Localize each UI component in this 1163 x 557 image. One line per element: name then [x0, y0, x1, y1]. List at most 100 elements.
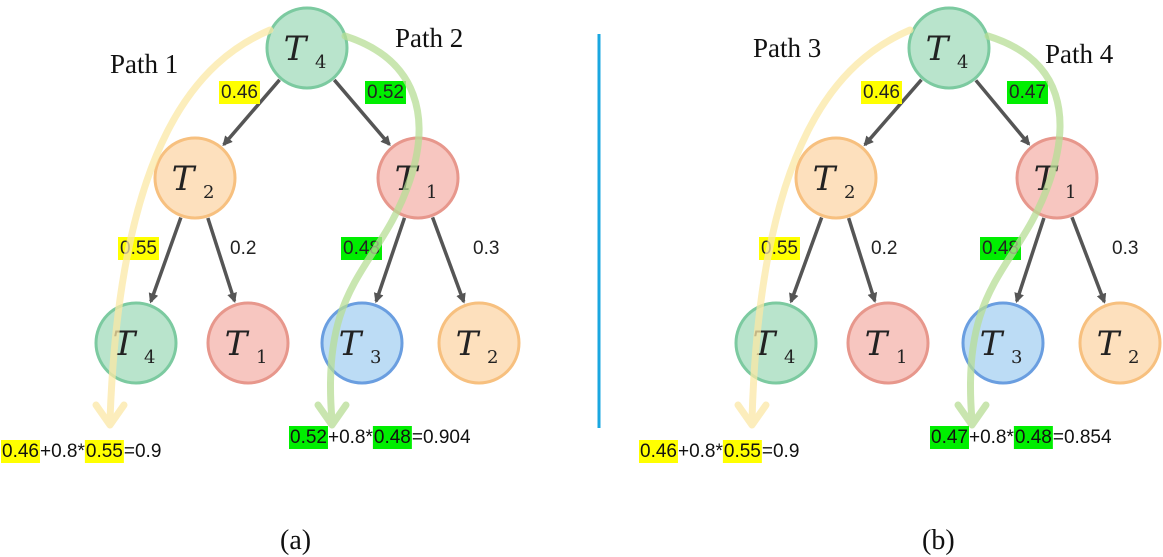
- formula-highlight: [1, 440, 40, 463]
- formula-highlight: [289, 426, 328, 449]
- formula-highlight: [722, 440, 762, 463]
- node-circle: [206, 301, 290, 385]
- path-arrowhead: [314, 401, 350, 429]
- formula-result: =0.854: [1053, 427, 1112, 448]
- node-letter: T: [926, 29, 951, 69]
- node-letter: T: [339, 324, 364, 364]
- search-path-1: [92, 26, 274, 429]
- edge-right-to-rl: [373, 217, 407, 304]
- node-subscript: 2: [487, 347, 498, 368]
- node-letter: T: [456, 324, 481, 364]
- node-letter: T: [980, 324, 1005, 364]
- node-subscript: 1: [426, 182, 437, 203]
- prob-label: 0.46: [221, 82, 258, 103]
- formula-b: 0.48: [1015, 427, 1052, 448]
- formula-highlight: [84, 440, 124, 463]
- node-subscript: 1: [256, 347, 267, 368]
- score-formula-2: 0.52+0.8*0.48=0.904: [289, 426, 471, 449]
- search-path-2: [314, 32, 423, 429]
- formula-a: 0.46: [2, 441, 39, 462]
- prob-highlight: [219, 81, 260, 104]
- node-circle: [320, 301, 404, 385]
- subfigure-caption: (b): [922, 525, 955, 556]
- path-label-2: Path 4: [1045, 39, 1114, 69]
- node-subscript: 1: [1065, 182, 1076, 203]
- prob-label: 0.2: [230, 238, 256, 259]
- prob-label: 0.52: [367, 82, 404, 103]
- node-letter: T: [865, 324, 890, 364]
- node-letter: T: [172, 159, 197, 199]
- prob-label: 0.47: [1009, 82, 1046, 103]
- edge-left-to-ll: [789, 216, 824, 304]
- edge-left-to-ll: [148, 216, 183, 304]
- prob-root-left: 0.46: [219, 81, 260, 104]
- edge-right-to-rr: [1070, 216, 1107, 304]
- node-letter: T: [813, 159, 838, 199]
- edge-root-to-right: [974, 79, 1031, 146]
- formula-a: 0.52: [290, 427, 327, 448]
- node-subscript: 2: [1128, 347, 1139, 368]
- score-formula-1: 0.46+0.8*0.55=0.9: [1, 440, 161, 463]
- formula-highlight: [372, 426, 412, 449]
- node-circle: [94, 301, 178, 385]
- edge-root-to-left: [222, 78, 281, 147]
- prob-highlight: [861, 81, 902, 104]
- formula-a: 0.46: [640, 441, 677, 462]
- path-curve: [327, 32, 423, 424]
- formula-result: =0.9: [124, 441, 162, 462]
- score-formula-2: 0.47+0.8*0.48=0.854: [930, 426, 1112, 449]
- formula-b: 0.48: [374, 427, 411, 448]
- node-circle: [734, 301, 818, 385]
- formula-mid: +0.8*: [328, 427, 374, 448]
- path-curve: [967, 32, 1064, 424]
- edge-root-to-left: [863, 78, 923, 147]
- formula-result: =0.904: [412, 427, 471, 448]
- path-curve: [106, 26, 274, 424]
- formula-result: =0.9: [762, 441, 800, 462]
- node-circle: [1078, 301, 1162, 385]
- formula-mid: +0.8*: [969, 427, 1015, 448]
- path-label-2: Path 2: [395, 23, 463, 53]
- node-subscript: 4: [784, 347, 795, 368]
- edge-left-to-lr: [846, 217, 878, 303]
- prob-left-lr: 0.2: [871, 238, 897, 259]
- prob-label: 0.2: [871, 238, 897, 259]
- node-subscript: 2: [203, 182, 214, 203]
- prob-root-right: 0.47: [1007, 81, 1048, 104]
- edge-right-to-rr: [430, 216, 466, 304]
- edge-right-to-rl: [1014, 217, 1046, 304]
- formula-mid: +0.8*: [678, 441, 724, 462]
- formula-highlight: [1013, 426, 1053, 449]
- edge-left-to-lr: [206, 217, 237, 304]
- prob-right-rr: 0.3: [1112, 238, 1138, 259]
- prob-label: 0.3: [1112, 238, 1138, 259]
- node-subscript: 1: [896, 347, 907, 368]
- node-circle: [794, 136, 878, 220]
- formula-mid: +0.8*: [40, 441, 86, 462]
- formula-highlight: [639, 440, 678, 463]
- path-arrowhead: [734, 401, 770, 429]
- node-subscript: 3: [1011, 347, 1022, 368]
- node-subscript: 4: [144, 347, 155, 368]
- node-circle: [437, 301, 521, 385]
- node-circle: [961, 301, 1045, 385]
- node-subscript: 2: [844, 182, 855, 203]
- formula-b: 0.55: [724, 441, 761, 462]
- prob-root-left: 0.46: [861, 81, 902, 104]
- node-letter: T: [225, 324, 250, 364]
- prob-right-rr: 0.3: [473, 238, 499, 259]
